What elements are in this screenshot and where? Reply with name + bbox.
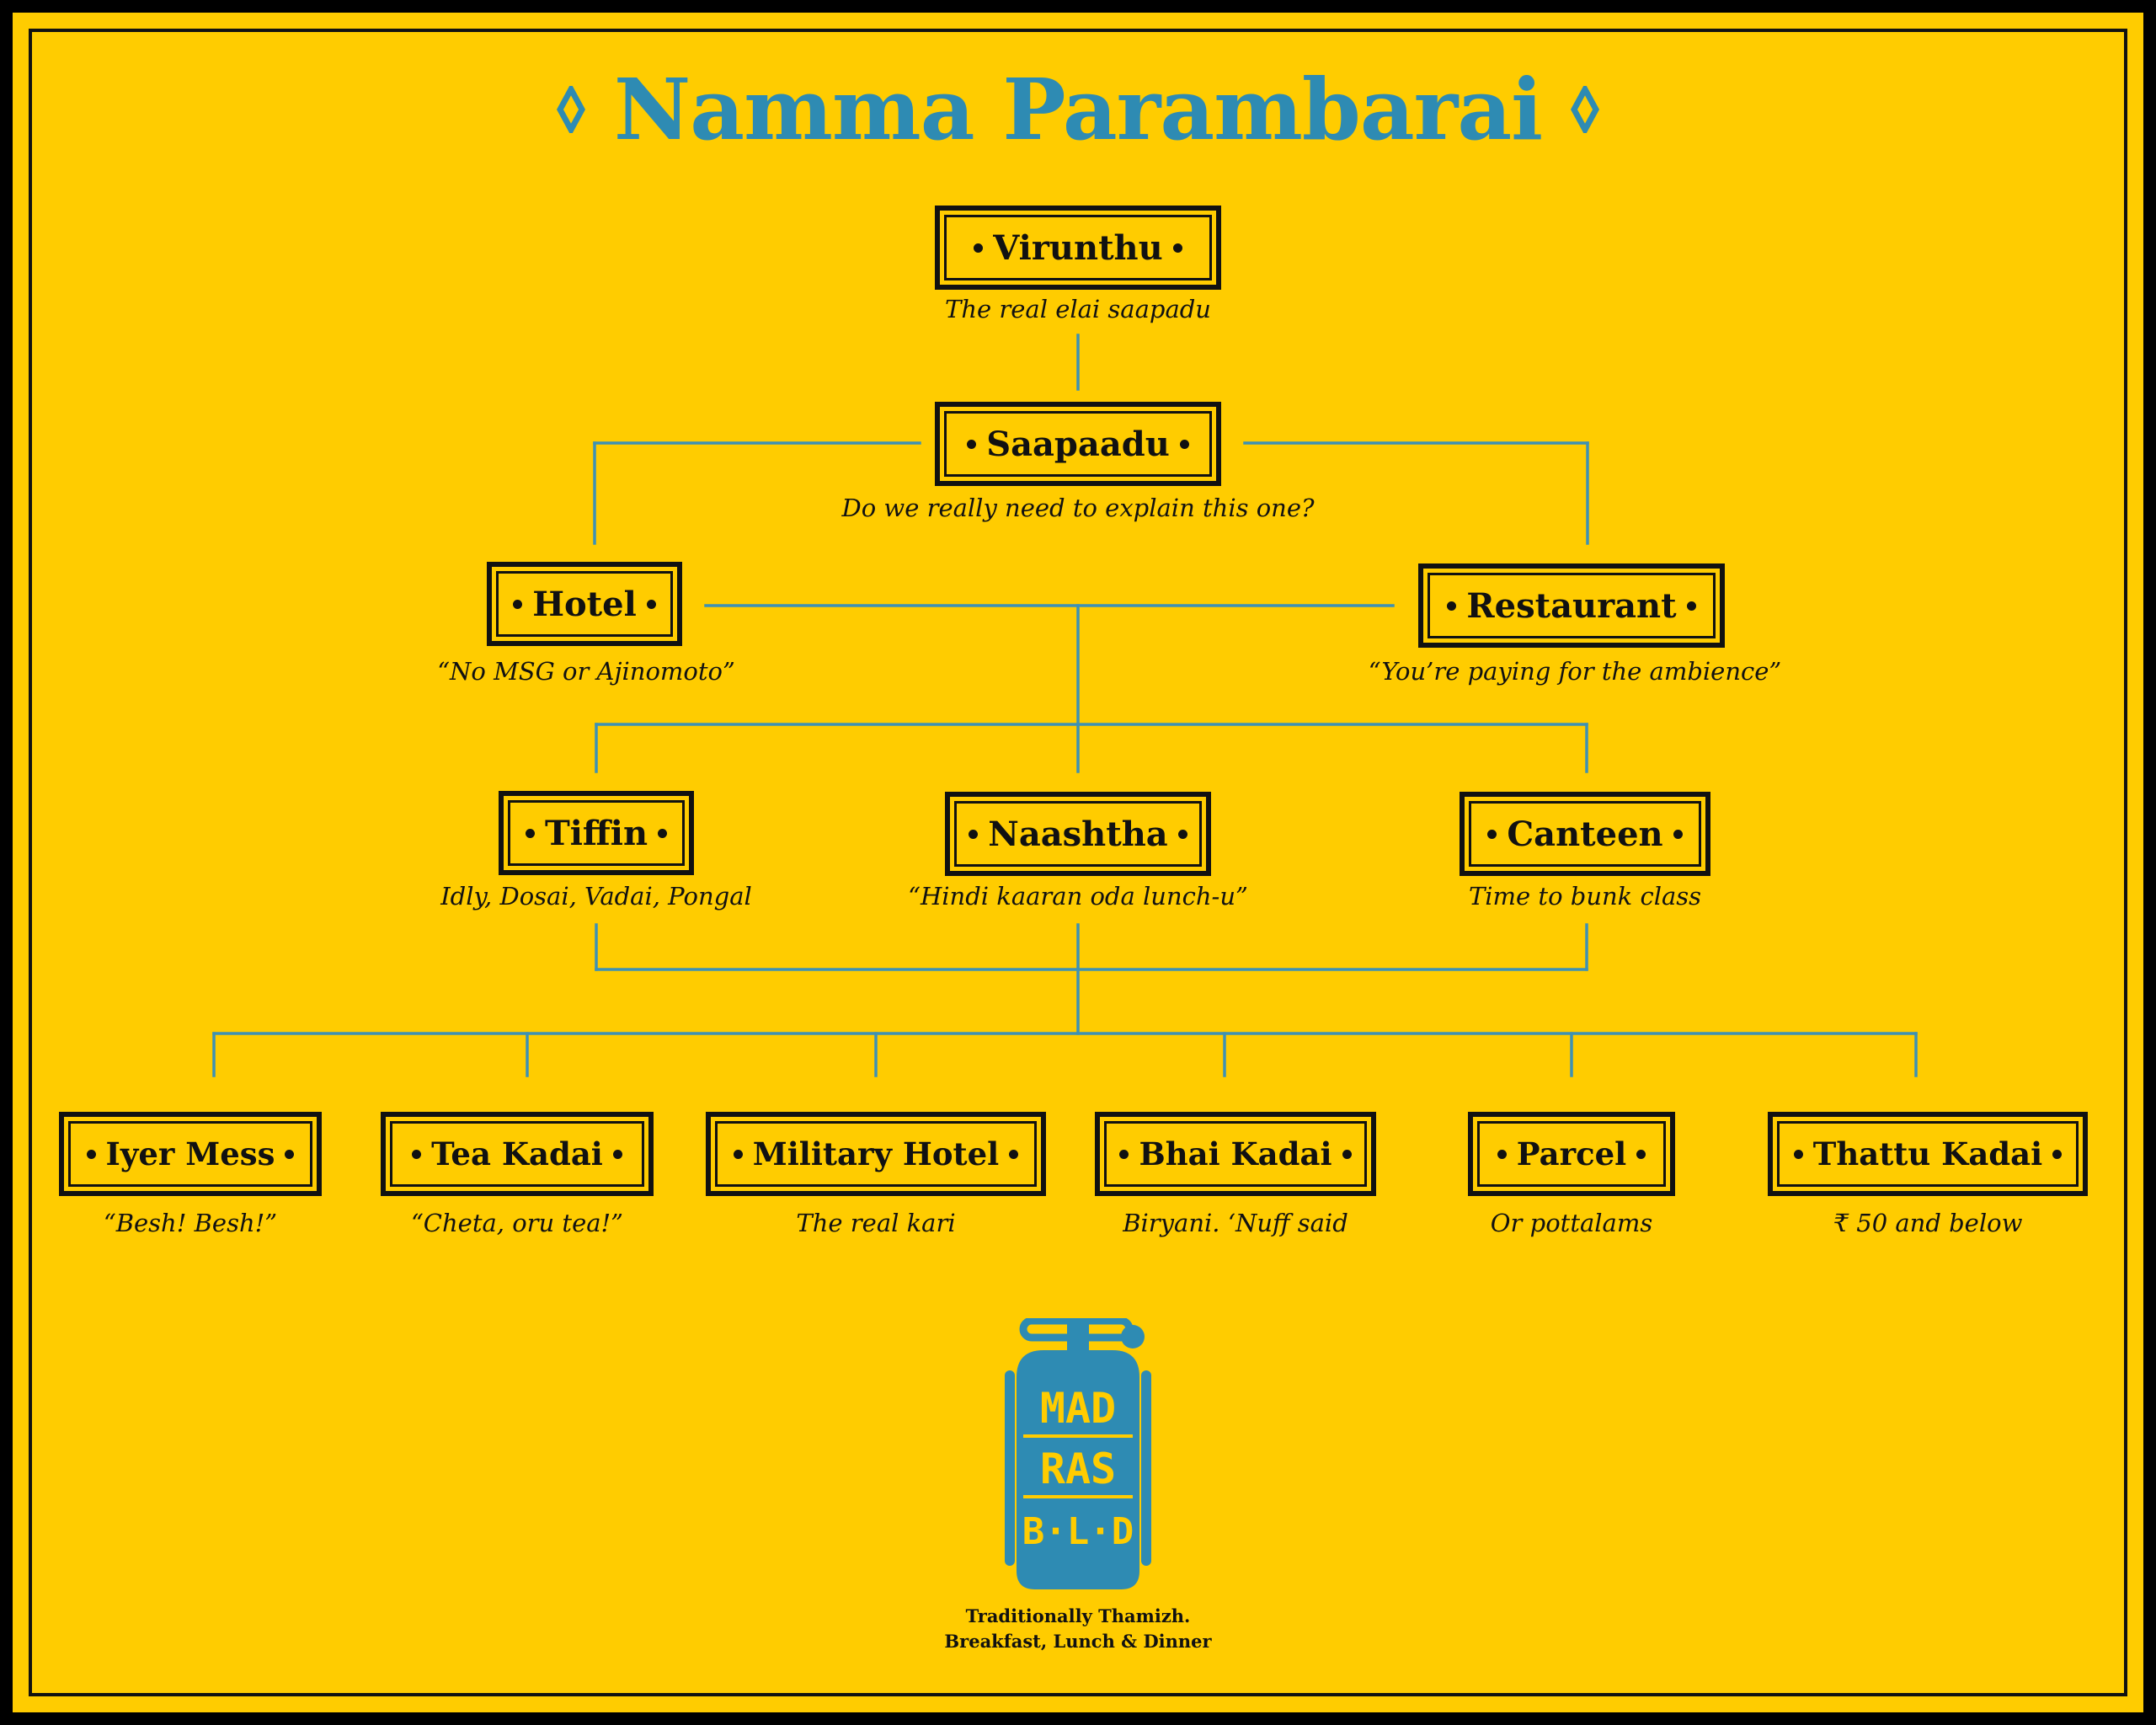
node-label: Restaurant: [1466, 585, 1677, 626]
node-label: Hotel: [532, 584, 637, 624]
node-tea-kadai: Tea Kadai: [381, 1112, 654, 1196]
caption-iyer-mess: “Besh! Besh!”: [103, 1209, 278, 1237]
node-virunthu: Virunthu: [935, 206, 1221, 290]
logo-line-2: RAS: [1040, 1445, 1116, 1493]
caption-virunthu: The real elai saapadu: [945, 295, 1211, 323]
node-label: Canteen: [1507, 814, 1663, 854]
caption-thattu-kadai: ₹ 50 and below: [1833, 1209, 2023, 1237]
node-saapaadu: Saapaadu: [935, 402, 1221, 486]
node-tiffin: Tiffin: [499, 791, 694, 875]
caption-saapaadu: Do we really need to explain this one?: [841, 494, 1315, 522]
node-label: Iyer Mess: [105, 1135, 275, 1172]
caption-military-hotel: The real kari: [796, 1209, 956, 1237]
node-bhai-kadai: Bhai Kadai: [1095, 1112, 1376, 1196]
node-label: Tiffin: [544, 813, 648, 853]
node-military-hotel: Military Hotel: [706, 1112, 1046, 1196]
caption-naashtha: “Hindi kaaran oda lunch-u”: [908, 882, 1248, 911]
node-hotel: Hotel: [487, 562, 682, 646]
node-label: Parcel: [1516, 1135, 1627, 1172]
node-label: Naashtha: [988, 814, 1168, 854]
node-thattu-kadai: Thattu Kadai: [1768, 1112, 2088, 1196]
node-label: Virunthu: [993, 227, 1163, 268]
tagline-line-2: Breakfast, Lunch & Dinner: [944, 1631, 1212, 1652]
node-label: Saapaadu: [986, 424, 1170, 464]
diamond-left-icon: [556, 86, 585, 133]
node-restaurant: Restaurant: [1418, 563, 1725, 648]
node-label: Tea Kadai: [431, 1135, 603, 1172]
node-label: Thattu Kadai: [1812, 1135, 2043, 1172]
inner-border-frame: [29, 29, 2127, 1696]
caption-hotel: “No MSG or Ajinomoto”: [437, 657, 735, 686]
node-label: Military Hotel: [752, 1135, 1000, 1172]
caption-restaurant: “You’re paying for the ambience”: [1368, 657, 1782, 686]
node-naashtha: Naashtha: [945, 792, 1211, 876]
tagline-line-1: Traditionally Thamizh.: [965, 1605, 1191, 1626]
diamond-right-icon: [1571, 86, 1600, 133]
caption-canteen: Time to bunk class: [1468, 882, 1702, 911]
node-parcel: Parcel: [1468, 1112, 1675, 1196]
logo-line-1: MAD: [1040, 1384, 1116, 1433]
node-label: Bhai Kadai: [1139, 1135, 1332, 1172]
tiffin-carrier-logo-icon: MAD RAS B·L·D: [1005, 1318, 1151, 1589]
caption-parcel: Or pottalams: [1490, 1209, 1653, 1237]
caption-tiffin: Idly, Dosai, Vadai, Pongal: [440, 882, 752, 911]
node-canteen: Canteen: [1460, 792, 1710, 876]
page-title-text: Namma Parambarai: [613, 60, 1543, 159]
caption-tea-kadai: “Cheta, oru tea!”: [410, 1209, 624, 1237]
logo-line-3: B·L·D: [1022, 1510, 1134, 1553]
page-title: Namma Parambarai: [0, 59, 2156, 160]
node-iyer-mess: Iyer Mess: [59, 1112, 322, 1196]
caption-bhai-kadai: Biryani. ‘Nuff said: [1123, 1209, 1348, 1237]
